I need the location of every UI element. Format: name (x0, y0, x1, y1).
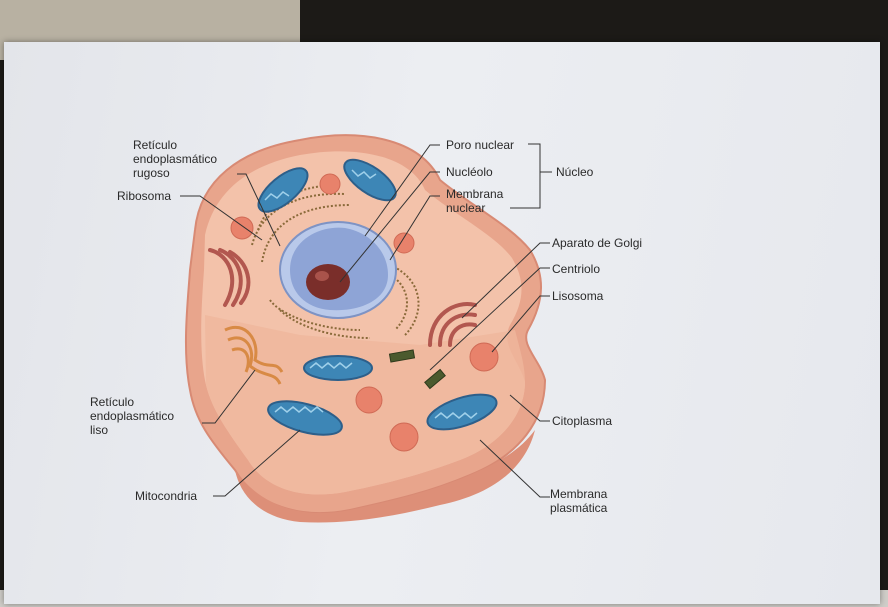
label-ribosoma: Ribosoma (117, 189, 171, 203)
label-poro-nuclear: Poro nuclear (446, 138, 514, 152)
label-membrana-nuclear: Membrana nuclear (446, 187, 526, 215)
label-nucleo: Núcleo (556, 165, 593, 179)
label-reticulo-liso: Retículo endoplasmático liso (90, 395, 210, 437)
nucleolus-highlight (315, 271, 329, 281)
nucleolus-shape (306, 264, 350, 300)
label-citoplasma: Citoplasma (552, 414, 612, 428)
label-aparato-golgi: Aparato de Golgi (552, 236, 642, 250)
label-lisosoma: Lisosoma (552, 289, 603, 303)
label-membrana-plasmatica: Membrana plasmática (550, 487, 640, 515)
label-nucleolo: Nucléolo (446, 165, 493, 179)
label-mitocondria: Mitocondria (135, 489, 197, 503)
label-reticulo-rugoso: Retículo endoplasmático rugoso (133, 138, 243, 180)
label-centriolo: Centriolo (552, 262, 600, 276)
nucleus (280, 222, 396, 318)
